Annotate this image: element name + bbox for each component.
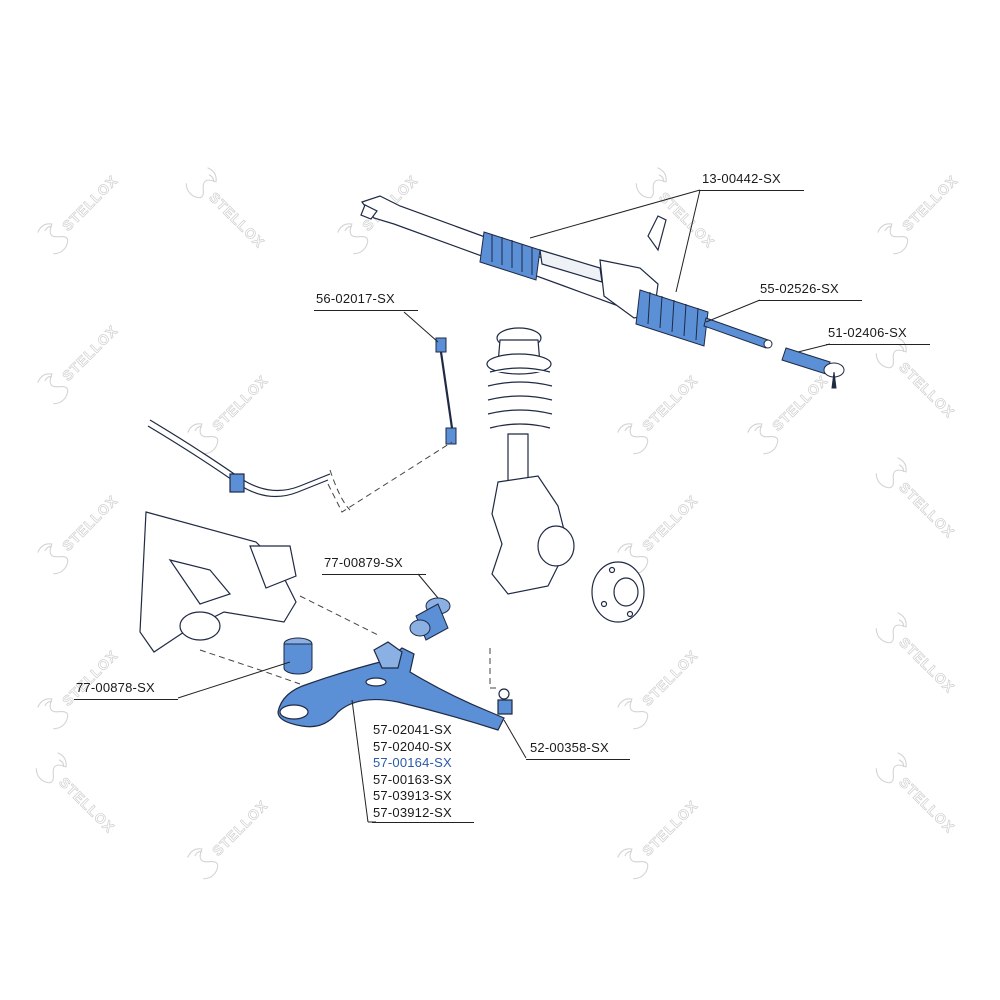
underline-stabilizer-link (314, 310, 418, 311)
subframe-dash (199, 649, 301, 685)
steering-knuckle (491, 475, 575, 595)
underline-front-bushing (74, 699, 178, 700)
underline-ball-joint (526, 759, 630, 760)
label-front-bushing: 77-00878-SX (76, 680, 155, 695)
label-stabilizer-link: 56-02017-SX (316, 291, 395, 306)
underline-steering-rack (700, 190, 804, 191)
bar-dash (329, 469, 351, 511)
front-bushing (283, 637, 313, 675)
stabilizer-bar (147, 419, 331, 498)
ball-joint-dash (489, 648, 496, 689)
rack-boot-right (635, 289, 709, 347)
control-arm-part: 57-02041-SX (373, 722, 452, 737)
label-inner-tie-rod: 55-02526-SX (760, 281, 839, 296)
rack-boot-left (479, 231, 541, 281)
label-tie-rod-end: 51-02406-SX (828, 325, 907, 340)
underline-tie-rod-end (826, 344, 930, 345)
rear-bushing (409, 597, 451, 641)
leader-lines (177, 189, 831, 823)
label-ball-joint: 52-00358-SX (530, 740, 609, 755)
control-arm-part: 57-00163-SX (373, 771, 452, 787)
subframe (139, 511, 297, 653)
link-leader-dash (327, 441, 453, 513)
control-arm-part-list: 57-02041-SX 57-02040-SX 57-00164-SX 57-0… (373, 722, 452, 821)
label-steering-rack: 13-00442-SX (702, 171, 781, 186)
control-arm-part: 57-02040-SX (373, 738, 452, 754)
wheel-hub (591, 561, 645, 623)
control-arm (277, 641, 513, 731)
tie-rod-end (781, 347, 845, 389)
underline-rear-bushing (322, 574, 426, 575)
subframe-dash-2 (299, 595, 381, 637)
strut-assembly (486, 327, 553, 485)
stabilizer-link (435, 337, 457, 445)
underline-control-arm (372, 822, 474, 823)
label-rear-bushing: 77-00879-SX (324, 555, 403, 570)
control-arm-part: 57-03913-SX (373, 788, 452, 803)
control-arm-part-selected[interactable]: 57-00164-SX (373, 755, 452, 770)
control-arm-part: 57-03912-SX (373, 804, 452, 820)
underline-inner-tie-rod (758, 300, 862, 301)
inner-tie-rod (703, 317, 773, 349)
